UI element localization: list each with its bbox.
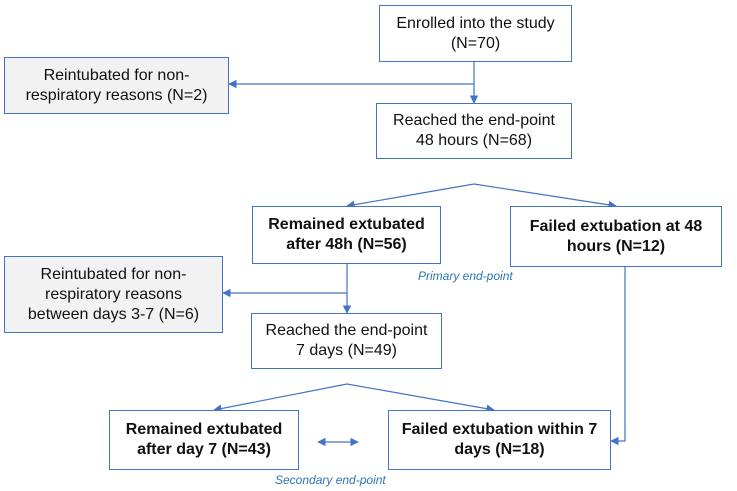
remained-48h-box: Remained extubated after 48h (N=56) (252, 206, 441, 264)
reached-48h-text: Reached the end-point 48 hours (N=68) (393, 112, 555, 149)
reintubated-box-1: Reintubated for non- respiratory reasons… (4, 57, 229, 114)
remained-day7-text: Remained extubated after day 7 (N=43) (125, 421, 283, 458)
connector-split-7d-right (346, 383, 495, 413)
remained-48h-text: Remained extubated after 48h (N=56) (268, 216, 425, 253)
failed-48h-text: Failed extubation at 48 hours (N=12) (529, 217, 703, 255)
reached-7d-box: Reached the end-point 7 days (N=49) (251, 313, 442, 369)
reached-48h-box: Reached the end-point 48 hours (N=68) (376, 103, 572, 159)
failed-7d-text: Failed extubation within 7 days (N=18) (401, 421, 598, 458)
connector-split-7d-left (213, 383, 348, 413)
primary-endpoint-note: Primary end-point (418, 269, 513, 283)
reintubated-box-2: Reintubated for non- respiratory reasons… (4, 256, 223, 333)
reintubated-2-text: Reintubated for non- respiratory reasons… (27, 265, 200, 323)
connector-split-48h-left (346, 183, 475, 209)
secondary-endpoint-note: Secondary end-point (275, 473, 386, 487)
connector-failed-48h-to-failed-7d (610, 267, 626, 446)
connector-split-48h-right (473, 183, 617, 209)
failed-48h-box: Failed extubation at 48 hours (N=12) (510, 206, 722, 267)
failed-7d-box: Failed extubation within 7 days (N=18) (388, 410, 611, 470)
enrolled-text: Enrolled into the study (N=70) (396, 14, 555, 52)
remained-day7-box: Remained extubated after day 7 (N=43) (109, 410, 299, 470)
reached-7d-text: Reached the end-point 7 days (N=49) (265, 322, 428, 359)
enrolled-box: Enrolled into the study (N=70) (379, 5, 572, 62)
reintubated-1-text: Reintubated for non- respiratory reasons… (25, 66, 208, 104)
